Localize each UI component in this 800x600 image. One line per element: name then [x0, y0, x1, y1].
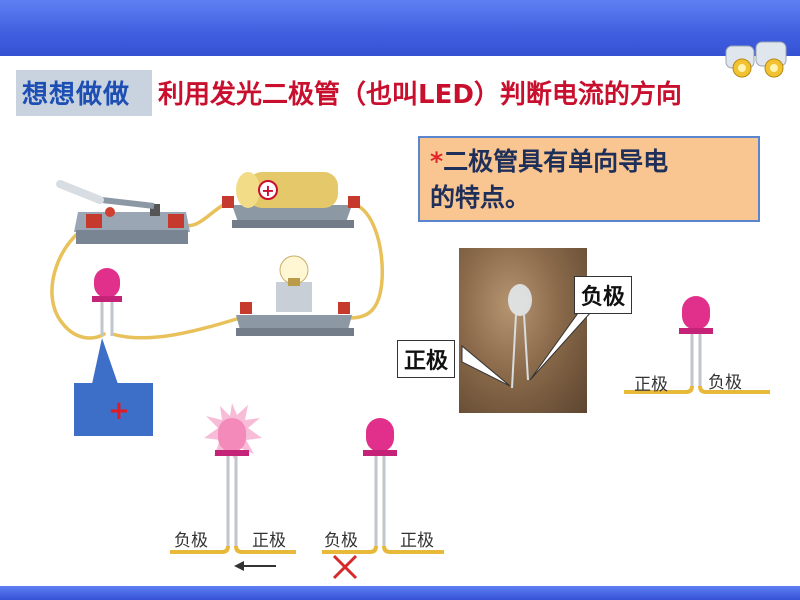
led-lit-left-label: 负极: [174, 531, 208, 551]
led-off-left-label: 负极: [324, 531, 358, 551]
battery: +: [222, 172, 360, 228]
photo-positive-label: 正极: [397, 340, 456, 378]
title-row: 想想做做 利用发光二极管（也叫LED）判断电流的方向: [16, 70, 786, 116]
title-highlight-text: 想想做做: [22, 80, 131, 110]
note-star: *: [430, 147, 444, 176]
cross-mark-icon: [332, 554, 358, 580]
note-line-1: *二极管具有单向导电: [430, 144, 748, 180]
top-banner: [0, 0, 800, 56]
knife-switch: [56, 180, 190, 244]
callout-pointer: [92, 338, 118, 384]
led-right-left-label: 正极: [634, 375, 668, 395]
note-box: *二极管具有单向导电 的特点。: [418, 136, 760, 222]
led-off-right-label: 正极: [400, 531, 434, 551]
lamp: [236, 255, 354, 336]
led-lit-right-label: 正极: [252, 531, 286, 551]
led-off: [322, 418, 444, 554]
note-line-2: 的特点。: [430, 183, 531, 212]
led-right: [624, 296, 770, 394]
circuit-led: [92, 268, 122, 336]
led-lit: [170, 403, 296, 554]
title-highlight-box: [16, 70, 152, 116]
led-right-right-label: 负极: [708, 373, 742, 393]
plus-sign: +: [108, 396, 130, 426]
callout-box: [74, 383, 153, 436]
arrow-left-icon: [234, 561, 276, 571]
note-line-1-text: 二极管具有单向导电: [443, 147, 669, 176]
svg-text:+: +: [261, 181, 274, 200]
photo-negative-label: 负极: [574, 276, 633, 314]
bottom-banner: [0, 586, 800, 600]
title-main-text: 利用发光二极管（也叫LED）判断电流的方向: [158, 80, 682, 110]
